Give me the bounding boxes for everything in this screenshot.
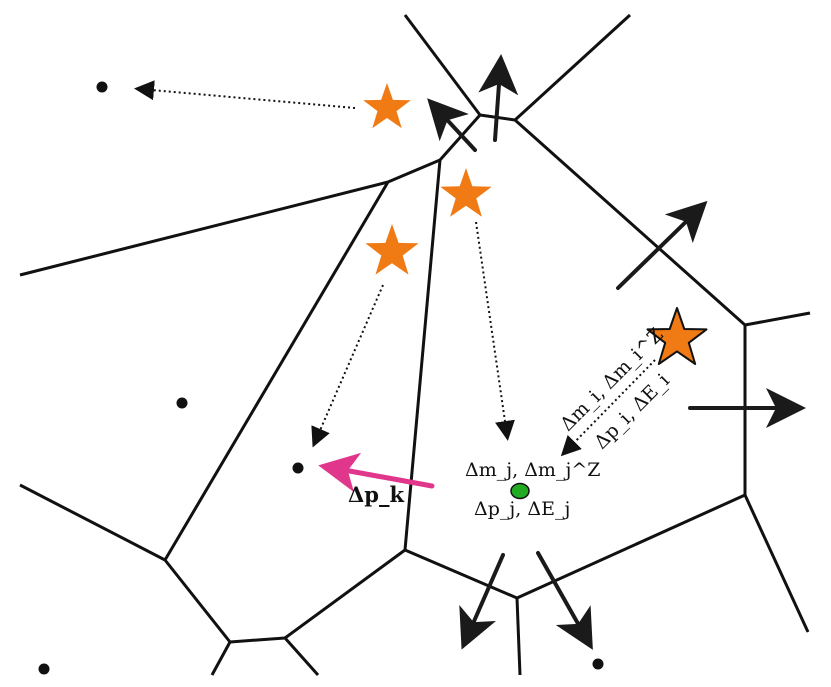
outflow-arrow [427, 98, 477, 152]
cell-point [292, 462, 304, 474]
cell-point [176, 397, 188, 409]
voronoi-edge [403, 159, 442, 551]
target-label-line1: Δm_j, Δm_j^Z [465, 459, 600, 481]
voronoi-edge [744, 311, 811, 327]
source-label: Δm_i, Δm_i^Z Δp_i, ΔE_i [556, 324, 674, 454]
outflow-arrow [459, 553, 505, 650]
voronoi-edge [743, 494, 810, 633]
voronoi-cell-edges [19, 13, 811, 676]
feedback-arrow [475, 221, 515, 441]
feedback-arrow [560, 359, 656, 457]
stars [363, 83, 708, 365]
voronoi-edge [210, 641, 232, 676]
voronoi-edge [163, 181, 390, 561]
star-icon [365, 224, 419, 275]
voronoi-edge [515, 597, 522, 676]
voronoi-edge [514, 118, 746, 327]
outflow-arrow [536, 551, 593, 650]
voronoi-edge [387, 158, 441, 184]
kick-label: Δp_k [348, 482, 404, 507]
target-label: Δm_j, Δm_j^Z Δp_j, ΔE_j [465, 459, 600, 520]
voronoi-edge [403, 14, 482, 116]
gas-cell-points [38, 81, 604, 675]
feedback-arrow [134, 80, 356, 109]
voronoi-edge [438, 114, 482, 161]
cell-point [592, 658, 604, 670]
feedback-arrow [311, 284, 384, 448]
outflow-arrow [478, 54, 519, 142]
voronoi-edge [284, 548, 406, 640]
outflow-arrows [427, 54, 806, 650]
voronoi-edge [229, 636, 286, 644]
outflow-arrow [616, 200, 708, 290]
momentum-kick-arrow [318, 452, 435, 493]
star-icon [646, 307, 708, 365]
voronoi-edge [19, 483, 166, 562]
target-label-line2: Δp_j, ΔE_j [474, 498, 570, 520]
cell-point [38, 663, 50, 675]
voronoi-edge [513, 13, 632, 122]
star-icon [440, 168, 492, 217]
voronoi-edge [283, 637, 320, 676]
feedback-arrows [134, 80, 656, 457]
target-gas-particle [510, 482, 530, 500]
star-icon [363, 83, 411, 129]
cell-point [96, 81, 108, 93]
voronoi-edge [163, 559, 232, 643]
voronoi-edge [404, 548, 518, 600]
voronoi-edge [19, 180, 389, 277]
